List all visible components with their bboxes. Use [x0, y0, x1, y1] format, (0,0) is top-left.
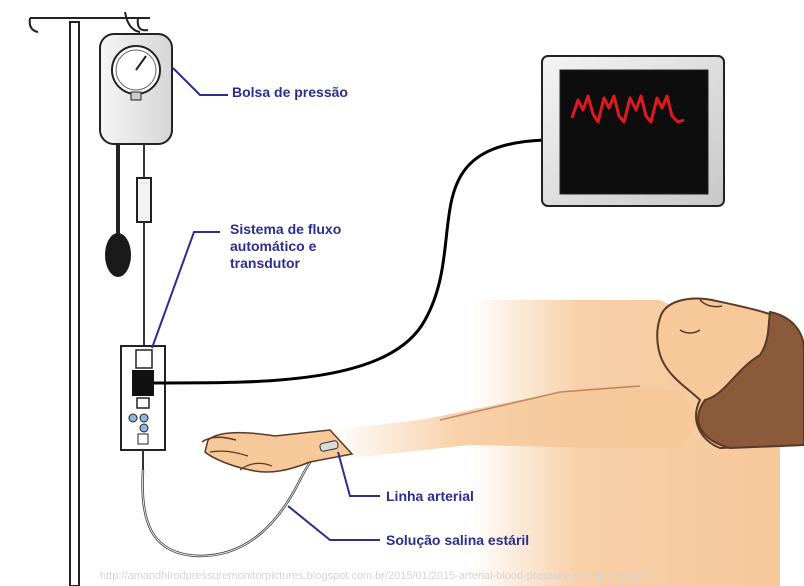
label-arterial-line: Linha arterial [386, 488, 474, 505]
source-watermark: http://amandhlrodpressuremonitorpictures… [100, 570, 740, 582]
label-pressure-bag: Bolsa de pressão [232, 84, 348, 101]
iv-tubing [137, 144, 151, 346]
label-flush-system-line3: transdutor [230, 255, 380, 272]
inflation-bulb-icon [105, 144, 131, 277]
label-saline: Solução salina estáril [386, 532, 529, 549]
monitor-icon [542, 56, 724, 206]
label-flush-system-line2: automático e [230, 238, 380, 255]
transducer-icon [121, 346, 165, 470]
label-flush-system: Sistema de fluxo automático e transdutor [230, 221, 380, 272]
pressure-bag-icon [100, 12, 172, 144]
label-flush-system-line1: Sistema de fluxo [230, 221, 380, 238]
